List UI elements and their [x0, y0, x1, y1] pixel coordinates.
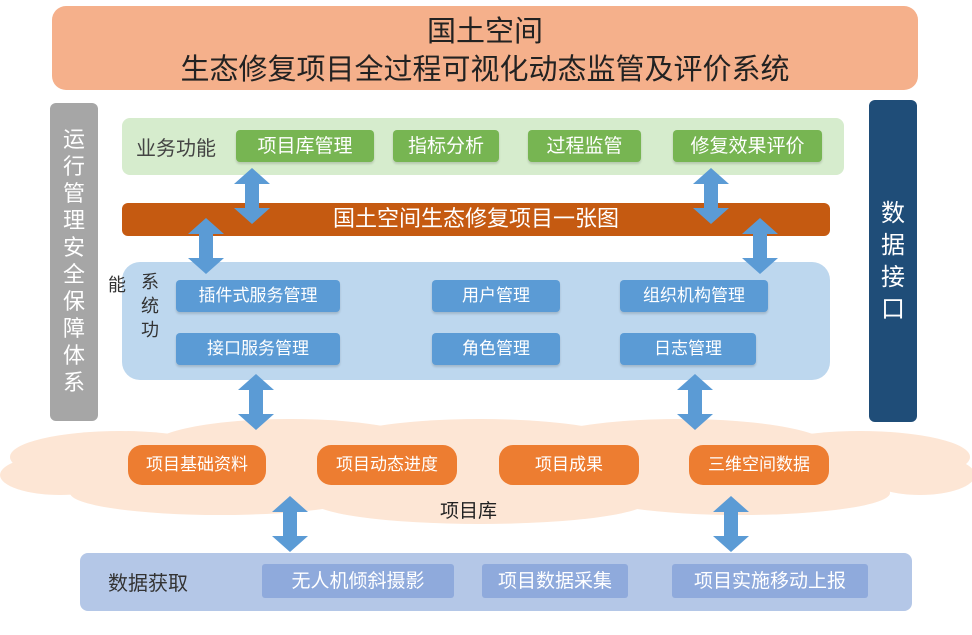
project-data-collection-box: 项目数据采集 — [482, 564, 628, 598]
system-functions-label-part1: 能 — [108, 275, 126, 296]
data-acquisition-label: 数据获取 — [108, 571, 188, 595]
mobile-reporting-box: 项目实施移动上报 — [672, 564, 868, 598]
project-results-box: 项目成果 — [499, 445, 639, 485]
business-functions-panel: 业务功能 项目库管理 指标分析 过程监管 修复效果评价 — [122, 118, 844, 175]
system-functions-panel: 插件式服务管理 用户管理 组织机构管理 接口服务管理 角色管理 日志管理 — [122, 262, 830, 380]
project-repository-label: 项目库 — [440, 500, 498, 522]
restoration-evaluation-box: 修复效果评价 — [673, 130, 822, 162]
double-arrow-icon — [677, 374, 713, 430]
process-supervision-box: 过程监管 — [528, 130, 641, 162]
project-dynamic-progress-box: 项目动态进度 — [317, 445, 457, 485]
double-arrow-icon — [234, 168, 270, 224]
project-library-management-box: 项目库管理 — [236, 130, 374, 162]
indicator-analysis-box: 指标分析 — [393, 130, 499, 162]
right-bar-char: 口 — [881, 295, 905, 323]
role-management-box: 角色管理 — [432, 333, 560, 365]
data-acquisition-panel: 数据获取 无人机倾斜摄影 项目数据采集 项目实施移动上报 — [80, 553, 912, 611]
left-bar-char: 运 — [62, 128, 85, 153]
double-arrow-icon — [693, 168, 729, 224]
left-bar-char: 管 — [62, 182, 85, 207]
right-bar-char: 数 — [881, 199, 905, 227]
uav-oblique-photography-box: 无人机倾斜摄影 — [262, 564, 454, 598]
double-arrow-icon — [238, 374, 274, 430]
left-bar-char: 行 — [62, 155, 85, 180]
left-bar-char: 障 — [62, 317, 85, 342]
left-bar-char: 安 — [62, 236, 85, 261]
data-interface-bar: 数 据 接 口 — [869, 100, 917, 422]
system-title-banner: 国土空间 生态修复项目全过程可视化动态监管及评价系统 — [52, 6, 918, 90]
title-line-1: 国土空间 — [426, 14, 543, 48]
left-bar-char: 全 — [62, 263, 85, 288]
left-bar-char: 系 — [62, 371, 85, 396]
3d-spatial-data-box: 三维空间数据 — [689, 445, 829, 485]
right-bar-char: 据 — [881, 231, 905, 259]
operations-security-bar: 运 行 管 理 安 全 保 障 体 系 — [50, 103, 98, 421]
log-management-box: 日志管理 — [620, 333, 756, 365]
user-management-box: 用户管理 — [432, 280, 560, 312]
organization-management-box: 组织机构管理 — [620, 280, 768, 312]
right-bar-char: 接 — [881, 263, 905, 291]
double-arrow-icon — [713, 496, 749, 552]
business-functions-label: 业务功能 — [136, 136, 216, 160]
project-basic-materials-box: 项目基础资料 — [128, 445, 266, 485]
interface-service-management-box: 接口服务管理 — [176, 333, 340, 365]
double-arrow-icon — [272, 496, 308, 552]
double-arrow-icon — [742, 218, 778, 274]
left-bar-char: 理 — [62, 209, 85, 234]
title-line-2: 生态修复项目全过程可视化动态监管及评价系统 — [180, 52, 790, 86]
double-arrow-icon — [188, 218, 224, 274]
left-bar-char: 保 — [62, 290, 85, 315]
left-bar-char: 体 — [62, 344, 85, 369]
system-functions-label-part2: 系统功 — [141, 272, 159, 341]
plugin-service-management-box: 插件式服务管理 — [176, 280, 340, 312]
